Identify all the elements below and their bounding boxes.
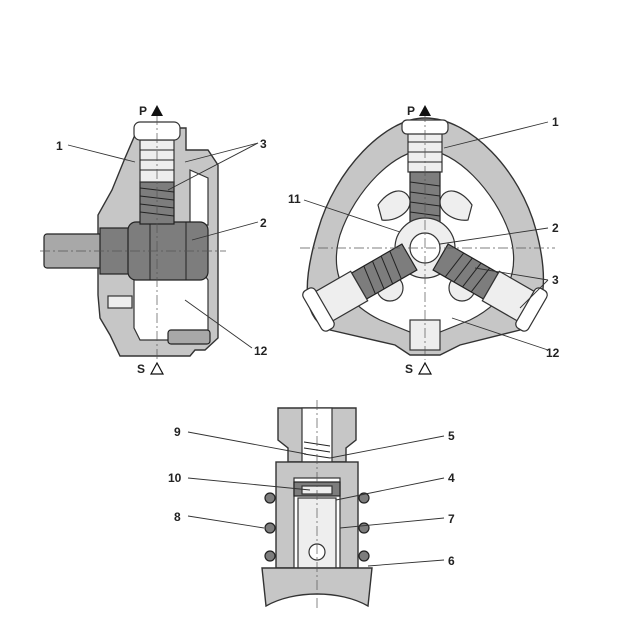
callout-right-12: 12 — [546, 346, 560, 360]
right-piston-assembly — [432, 243, 548, 332]
suction-port-label: S — [137, 362, 145, 376]
callout-right-2: 2 — [552, 221, 559, 235]
drain-plug — [107, 295, 133, 309]
left-piston-assembly — [302, 243, 418, 332]
front-section-view: P S 1 11 2 3 12 — [288, 104, 560, 376]
spring-coil — [264, 522, 276, 534]
callout-detail-10: 10 — [168, 471, 182, 485]
spring-coil — [358, 550, 370, 562]
spring-coil — [358, 522, 370, 534]
callout-left-2: 2 — [260, 216, 267, 230]
pressure-port-label: P — [139, 104, 147, 118]
suction-triangle-icon — [149, 361, 165, 375]
callout-detail-9: 9 — [174, 425, 181, 439]
front-suction-label: S — [405, 362, 413, 376]
side-upper-bore — [189, 169, 209, 226]
callout-detail-7: 7 — [448, 512, 455, 526]
callout-left-3: 3 — [260, 137, 267, 151]
pressure-triangle-icon — [151, 105, 163, 116]
callout-right-11: 11 — [288, 192, 301, 206]
callout-right-1: 1 — [552, 115, 559, 129]
callout-left-12: 12 — [254, 344, 268, 358]
callout-detail-6: 6 — [448, 554, 455, 568]
detail-valve-bore — [301, 407, 333, 463]
front-pressure-triangle-icon — [419, 105, 431, 116]
spring-coil — [358, 492, 370, 504]
side-section-view: P S 1 3 2 12 — [40, 104, 268, 376]
callout-detail-5: 5 — [448, 429, 455, 443]
suction-fitting — [167, 329, 211, 345]
spring-coil — [264, 492, 276, 504]
front-suction-triangle-icon — [417, 361, 433, 375]
callout-detail-8: 8 — [174, 510, 181, 524]
front-pressure-label: P — [407, 104, 415, 118]
callout-right-3: 3 — [552, 273, 559, 287]
valve-detail-view: 9 5 10 4 8 7 6 — [168, 400, 455, 610]
callout-left-1: 1 — [56, 139, 63, 153]
spring-coil — [264, 550, 276, 562]
callout-detail-4: 4 — [448, 471, 455, 485]
